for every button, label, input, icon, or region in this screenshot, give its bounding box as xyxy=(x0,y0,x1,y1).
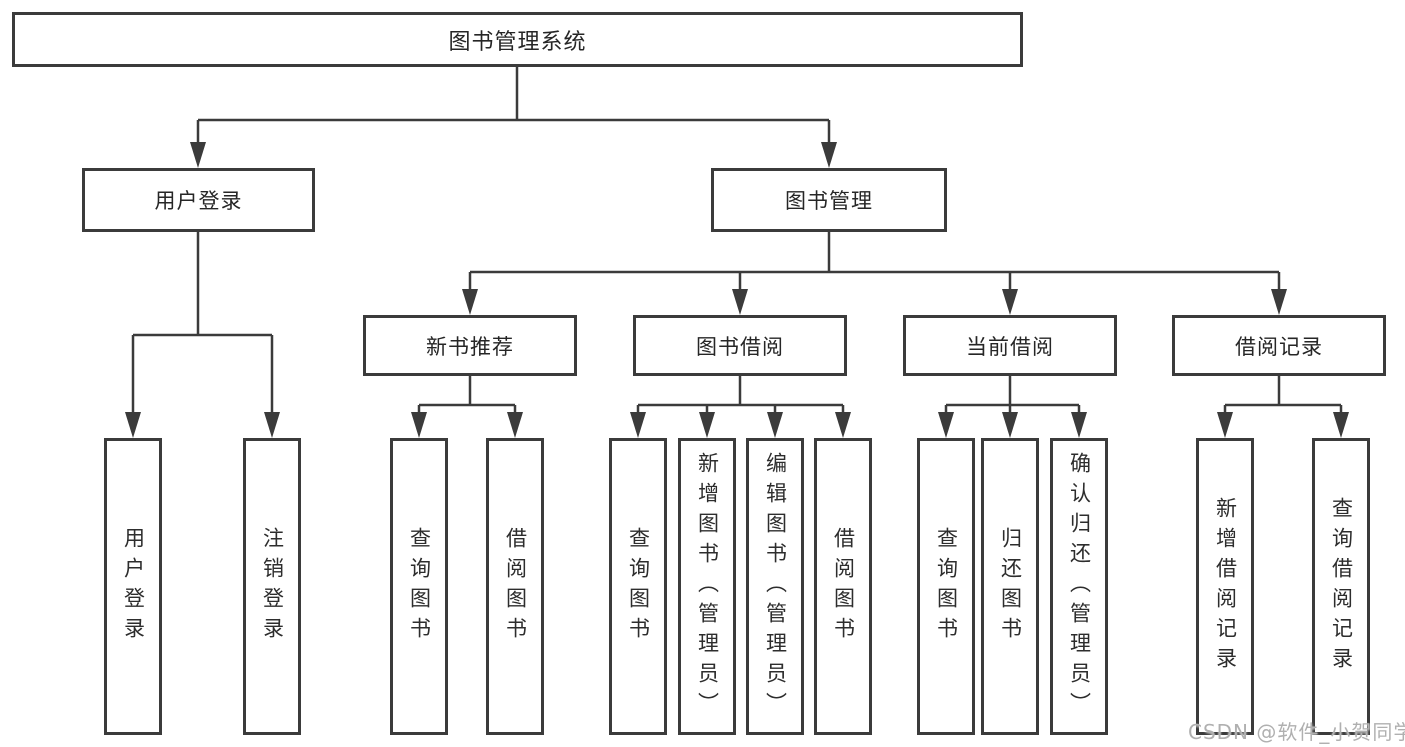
leaf-label: 新增图书（管理员） xyxy=(695,451,720,722)
leaf-user-login: 用户登录 xyxy=(104,438,162,735)
leaf-label: 注销登录 xyxy=(260,526,285,647)
leaf-borrow-books: 借阅图书 xyxy=(814,438,872,735)
node-library-management-system: 图书管理系统 xyxy=(12,12,1023,67)
leaf-label: 查询图书 xyxy=(626,526,651,647)
leaf-confirm-return-admin: 确认归还（管理员） xyxy=(1050,438,1108,735)
leaf-edit-books-admin: 编辑图书（管理员） xyxy=(746,438,804,735)
leaf-label: 借阅图书 xyxy=(503,526,528,647)
leaf-add-books-admin: 新增图书（管理员） xyxy=(678,438,736,735)
node-user-login: 用户登录 xyxy=(82,168,315,232)
leaf-label: 借阅图书 xyxy=(831,526,856,647)
leaf-add-borrow-record: 新增借阅记录 xyxy=(1196,438,1254,735)
leaf-label: 查询图书 xyxy=(934,526,959,647)
leaf-label: 新增借阅记录 xyxy=(1213,496,1238,677)
leaf-query-borrow-record: 查询借阅记录 xyxy=(1312,438,1370,735)
node-current-borrowing: 当前借阅 xyxy=(903,315,1117,376)
node-new-book-recommendation: 新书推荐 xyxy=(363,315,577,376)
leaf-label: 编辑图书（管理员） xyxy=(763,451,788,722)
leaf-query-books-borrow: 查询图书 xyxy=(609,438,667,735)
leaf-label: 确认归还（管理员） xyxy=(1067,451,1092,722)
leaf-label: 查询借阅记录 xyxy=(1329,496,1354,677)
leaf-query-books-recommend: 查询图书 xyxy=(390,438,448,735)
leaf-borrow-books-recommend: 借阅图书 xyxy=(486,438,544,735)
arrowheads xyxy=(125,142,1349,438)
csdn-watermark: CSDN @软件_小贺同学 xyxy=(1188,720,1405,744)
leaf-label: 用户登录 xyxy=(121,526,146,647)
node-borrowing-records: 借阅记录 xyxy=(1172,315,1386,376)
leaf-logout: 注销登录 xyxy=(243,438,301,735)
node-book-management: 图书管理 xyxy=(711,168,947,232)
leaf-label: 归还图书 xyxy=(998,526,1023,647)
leaf-return-books: 归还图书 xyxy=(981,438,1039,735)
node-book-borrowing: 图书借阅 xyxy=(633,315,847,376)
leaf-label: 查询图书 xyxy=(407,526,432,647)
leaf-query-books-current: 查询图书 xyxy=(917,438,975,735)
